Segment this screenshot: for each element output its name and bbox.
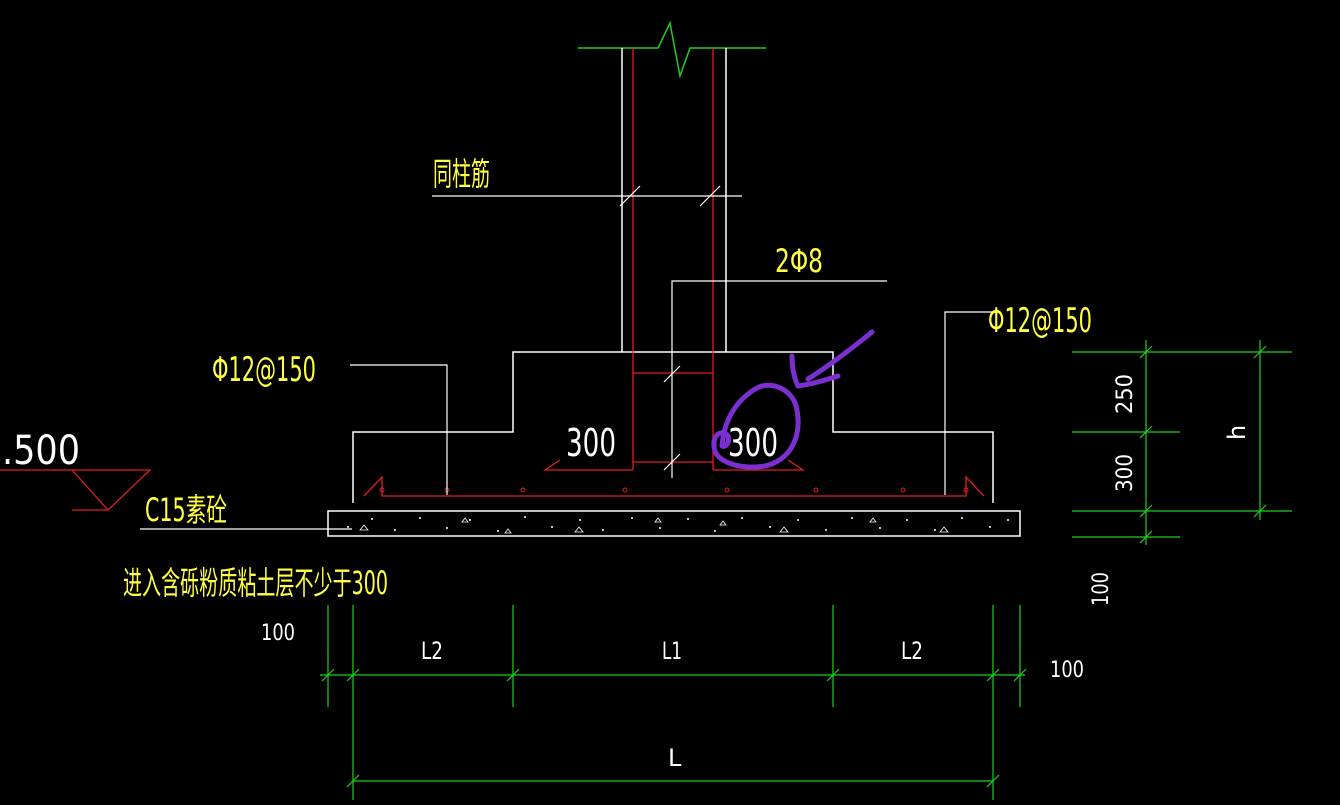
mesh-right-leader — [944, 311, 1000, 495]
bedding-hatch — [347, 516, 1009, 532]
bearing-note: 进入含砾粉质粘土层不少于300 — [123, 564, 388, 602]
dim-total-width: L — [668, 744, 682, 772]
circle-mark-icon — [711, 382, 801, 470]
column-bar-right-hook — [713, 459, 806, 471]
bedding-layer — [327, 510, 1021, 537]
dim-bedding-thickness: 100 — [1089, 572, 1114, 606]
leaders — [140, 185, 1000, 530]
dim-left-width: L2 — [421, 637, 443, 665]
dim-bedding-overhang-left: 100 — [261, 621, 295, 646]
bedding-label: C15素砼 — [145, 491, 227, 529]
step-height-left-label: 300 — [566, 421, 616, 465]
column-break-line — [578, 20, 766, 79]
arrow-mark-icon — [789, 329, 875, 389]
dim-right-width: L2 — [901, 637, 923, 665]
annotation-markup — [711, 329, 875, 470]
rebar-dots — [379, 487, 969, 493]
column-bar-label: 同柱筋 — [433, 155, 490, 193]
tie-bar-label: 2Φ8 — [775, 242, 823, 280]
dim-upper-step: 250 — [1113, 374, 1138, 414]
bottom-mesh-bar — [363, 475, 985, 497]
column-bar-left-hook — [542, 459, 633, 471]
dim-bedding-overhang-right: 100 — [1050, 658, 1084, 683]
column — [578, 20, 766, 352]
horizontal-dimensions — [320, 605, 1027, 800]
dim-lower-step: 300 — [1113, 454, 1138, 492]
rebar — [363, 48, 985, 497]
mesh-left-label: Φ12@150 — [212, 350, 316, 390]
dim-total-height: h — [1223, 425, 1251, 440]
dim-center-width: L1 — [662, 637, 682, 665]
mesh-right-label: Φ12@150 — [988, 301, 1092, 341]
vertical-dimensions — [1072, 340, 1292, 545]
elevation-symbol — [0, 469, 152, 511]
mesh-left-leader — [350, 364, 448, 495]
tie-bar-leader — [671, 280, 887, 478]
foundation-outline — [352, 351, 994, 503]
elevation-label: .500 — [2, 428, 80, 474]
step-height-right-label: 300 — [728, 421, 778, 465]
bedding-hatch-triangles — [359, 517, 949, 534]
